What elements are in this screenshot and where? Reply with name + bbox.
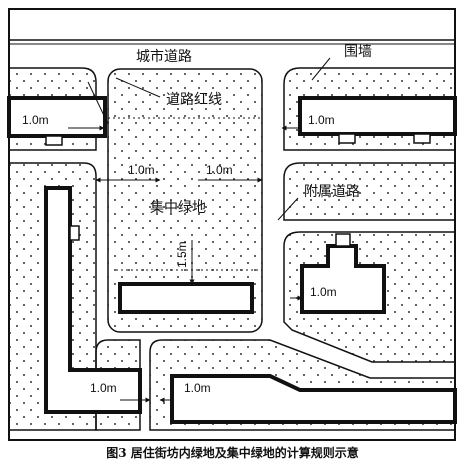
building-l-shaped-left [44,186,142,414]
leader-top-left [87,81,109,125]
parcel-right-middle [283,162,456,221]
label-city-road: 城市道路 [136,48,192,65]
label-red-line: 道路红线 [166,92,222,108]
dim-label-2: 1.0m [308,113,335,127]
dim-label-3: 1.0m [128,163,155,177]
building-stair-top-right-a [338,133,356,144]
figure-caption: 图3 居住街坊内绿地及集中绿地的计算规则示意 [106,446,359,460]
dim-label-6: 1.0m [90,381,117,395]
building-bottom-right [170,374,457,424]
leader-aux-road [277,197,299,221]
building-stair-top-left [45,135,63,146]
leader-wall [311,57,331,81]
label-central-green: 集中绿地 [150,199,206,216]
dim-label-7: 1.0m [184,381,211,395]
dim-label-1: 1.0m [22,113,49,127]
building-stair-left [69,225,80,241]
building-top-right [298,96,457,136]
dim-label-8: 1.5m [175,241,189,268]
building-stair-cross [335,233,351,247]
building-stair-top-right-b [413,133,431,144]
label-aux-road: 附属道路 [304,184,360,200]
dim-label-4: 1.0m [206,163,233,177]
dim-label-5: 1.0m [310,285,337,299]
building-cross-right [300,244,386,314]
building-central [118,282,254,314]
label-wall: 围墙 [344,44,372,60]
leader-red-line [115,77,161,98]
central-green-area [107,68,263,333]
